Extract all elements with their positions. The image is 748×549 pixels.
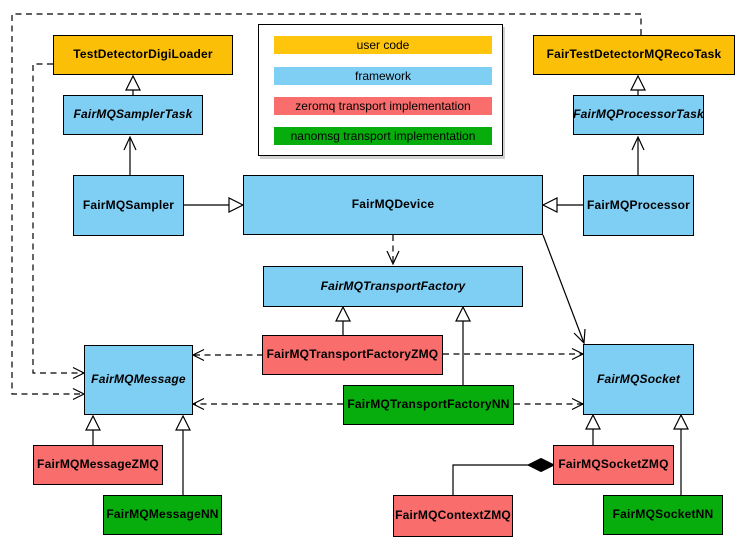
node-label: FairMQDevice <box>351 197 435 212</box>
node-label: FairTestDetectorMQRecoTask <box>546 47 722 62</box>
edge-messagenn-message <box>175 414 191 495</box>
node-label: FairMQSampler <box>82 197 175 212</box>
node-fairmqsamplertask: FairMQSamplerTask <box>63 95 203 135</box>
node-label: FairMQSocket <box>596 371 681 386</box>
node-fairmqsocketnn: FairMQSocketNN <box>603 495 723 535</box>
legend-label: user code <box>356 38 410 52</box>
edge-tfzmq-message <box>191 348 263 362</box>
edge-contextzmq-socketzmq <box>452 457 556 495</box>
edge-sampler-device <box>184 197 245 213</box>
node-fairmqtransportfactory: FairMQTransportFactory <box>263 266 523 307</box>
node-fairmqsocket: FairMQSocket <box>583 344 694 415</box>
node-label: FairMQTransportFactoryNN <box>347 397 510 412</box>
node-label: FairMQTransportFactory <box>320 278 466 293</box>
node-testdetectordigiloader: TestDetectorDigiLoader <box>53 35 233 75</box>
edge-processor-device <box>541 197 583 213</box>
node-label: FairMQTransportFactoryZMQ <box>266 347 439 362</box>
edge-tfnn-message <box>191 397 343 411</box>
edge-sampler-samplertask <box>123 135 137 175</box>
node-fairmqmessage: FairMQMessage <box>84 345 193 415</box>
node-fairmqsocketzmq: FairMQSocketZMQ <box>553 445 674 485</box>
legend-label: zeromq transport implementation <box>295 99 471 113</box>
edge-socketzmq-socket <box>585 413 601 445</box>
legend: user code framework zeromq transport imp… <box>258 24 503 156</box>
node-fairmqprocessor: FairMQProcessor <box>583 175 694 236</box>
edge-device-transportfactory <box>386 235 400 266</box>
edge-processor-processortask <box>631 135 645 175</box>
edge-messagezmq-message <box>85 414 101 445</box>
node-fairmqprocessortask: FairMQProcessorTask <box>573 95 704 135</box>
node-label: FairMQSocketNN <box>612 507 714 522</box>
edge-samplertask-digiloader <box>125 74 141 95</box>
node-label: FairMQSamplerTask <box>73 107 193 122</box>
edge-tfnn-socket <box>514 397 585 411</box>
legend-label: framework <box>354 69 411 83</box>
legend-item-nanomsg: nanomsg transport implementation <box>274 127 492 145</box>
edge-tfzmq-socket <box>443 347 585 361</box>
node-fairmqtransportfactorynn: FairMQTransportFactoryNN <box>343 385 514 425</box>
node-fairmqsampler: FairMQSampler <box>73 175 184 236</box>
node-label: FairMQMessageNN <box>106 507 219 522</box>
node-fairmqmessagenn: FairMQMessageNN <box>103 495 222 535</box>
edge-processortask-recotask <box>630 74 646 95</box>
node-label: FairMQProcessorTask <box>573 107 704 122</box>
node-fairtestdetectormqrecotask: FairTestDetectorMQRecoTask <box>533 35 735 75</box>
node-label: FairMQMessageZMQ <box>37 457 159 472</box>
node-fairmqmessagezmq: FairMQMessageZMQ <box>33 445 163 485</box>
legend-item-zeromq: zeromq transport implementation <box>274 97 492 115</box>
legend-label: nanomsg transport implementation <box>290 129 476 143</box>
node-fairmqtransportfactoryzmq: FairMQTransportFactoryZMQ <box>262 335 443 375</box>
node-label: FairMQProcessor <box>586 197 691 212</box>
edge-socketnn-socket <box>673 413 689 495</box>
edge-tfzmq-transportfactory <box>335 305 351 335</box>
edge-tfnn-transportfactory <box>455 305 471 385</box>
edge-device-socket <box>542 234 586 345</box>
node-label: TestDetectorDigiLoader <box>73 47 213 62</box>
legend-item-framework: framework <box>274 67 492 85</box>
node-label: FairMQSocketZMQ <box>558 457 669 472</box>
node-label: FairMQMessage <box>91 372 186 387</box>
node-fairmqcontextzmq: FairMQContextZMQ <box>393 495 513 537</box>
node-label: FairMQContextZMQ <box>395 508 511 523</box>
node-fairmqdevice: FairMQDevice <box>243 175 543 235</box>
legend-item-user-code: user code <box>274 36 492 54</box>
